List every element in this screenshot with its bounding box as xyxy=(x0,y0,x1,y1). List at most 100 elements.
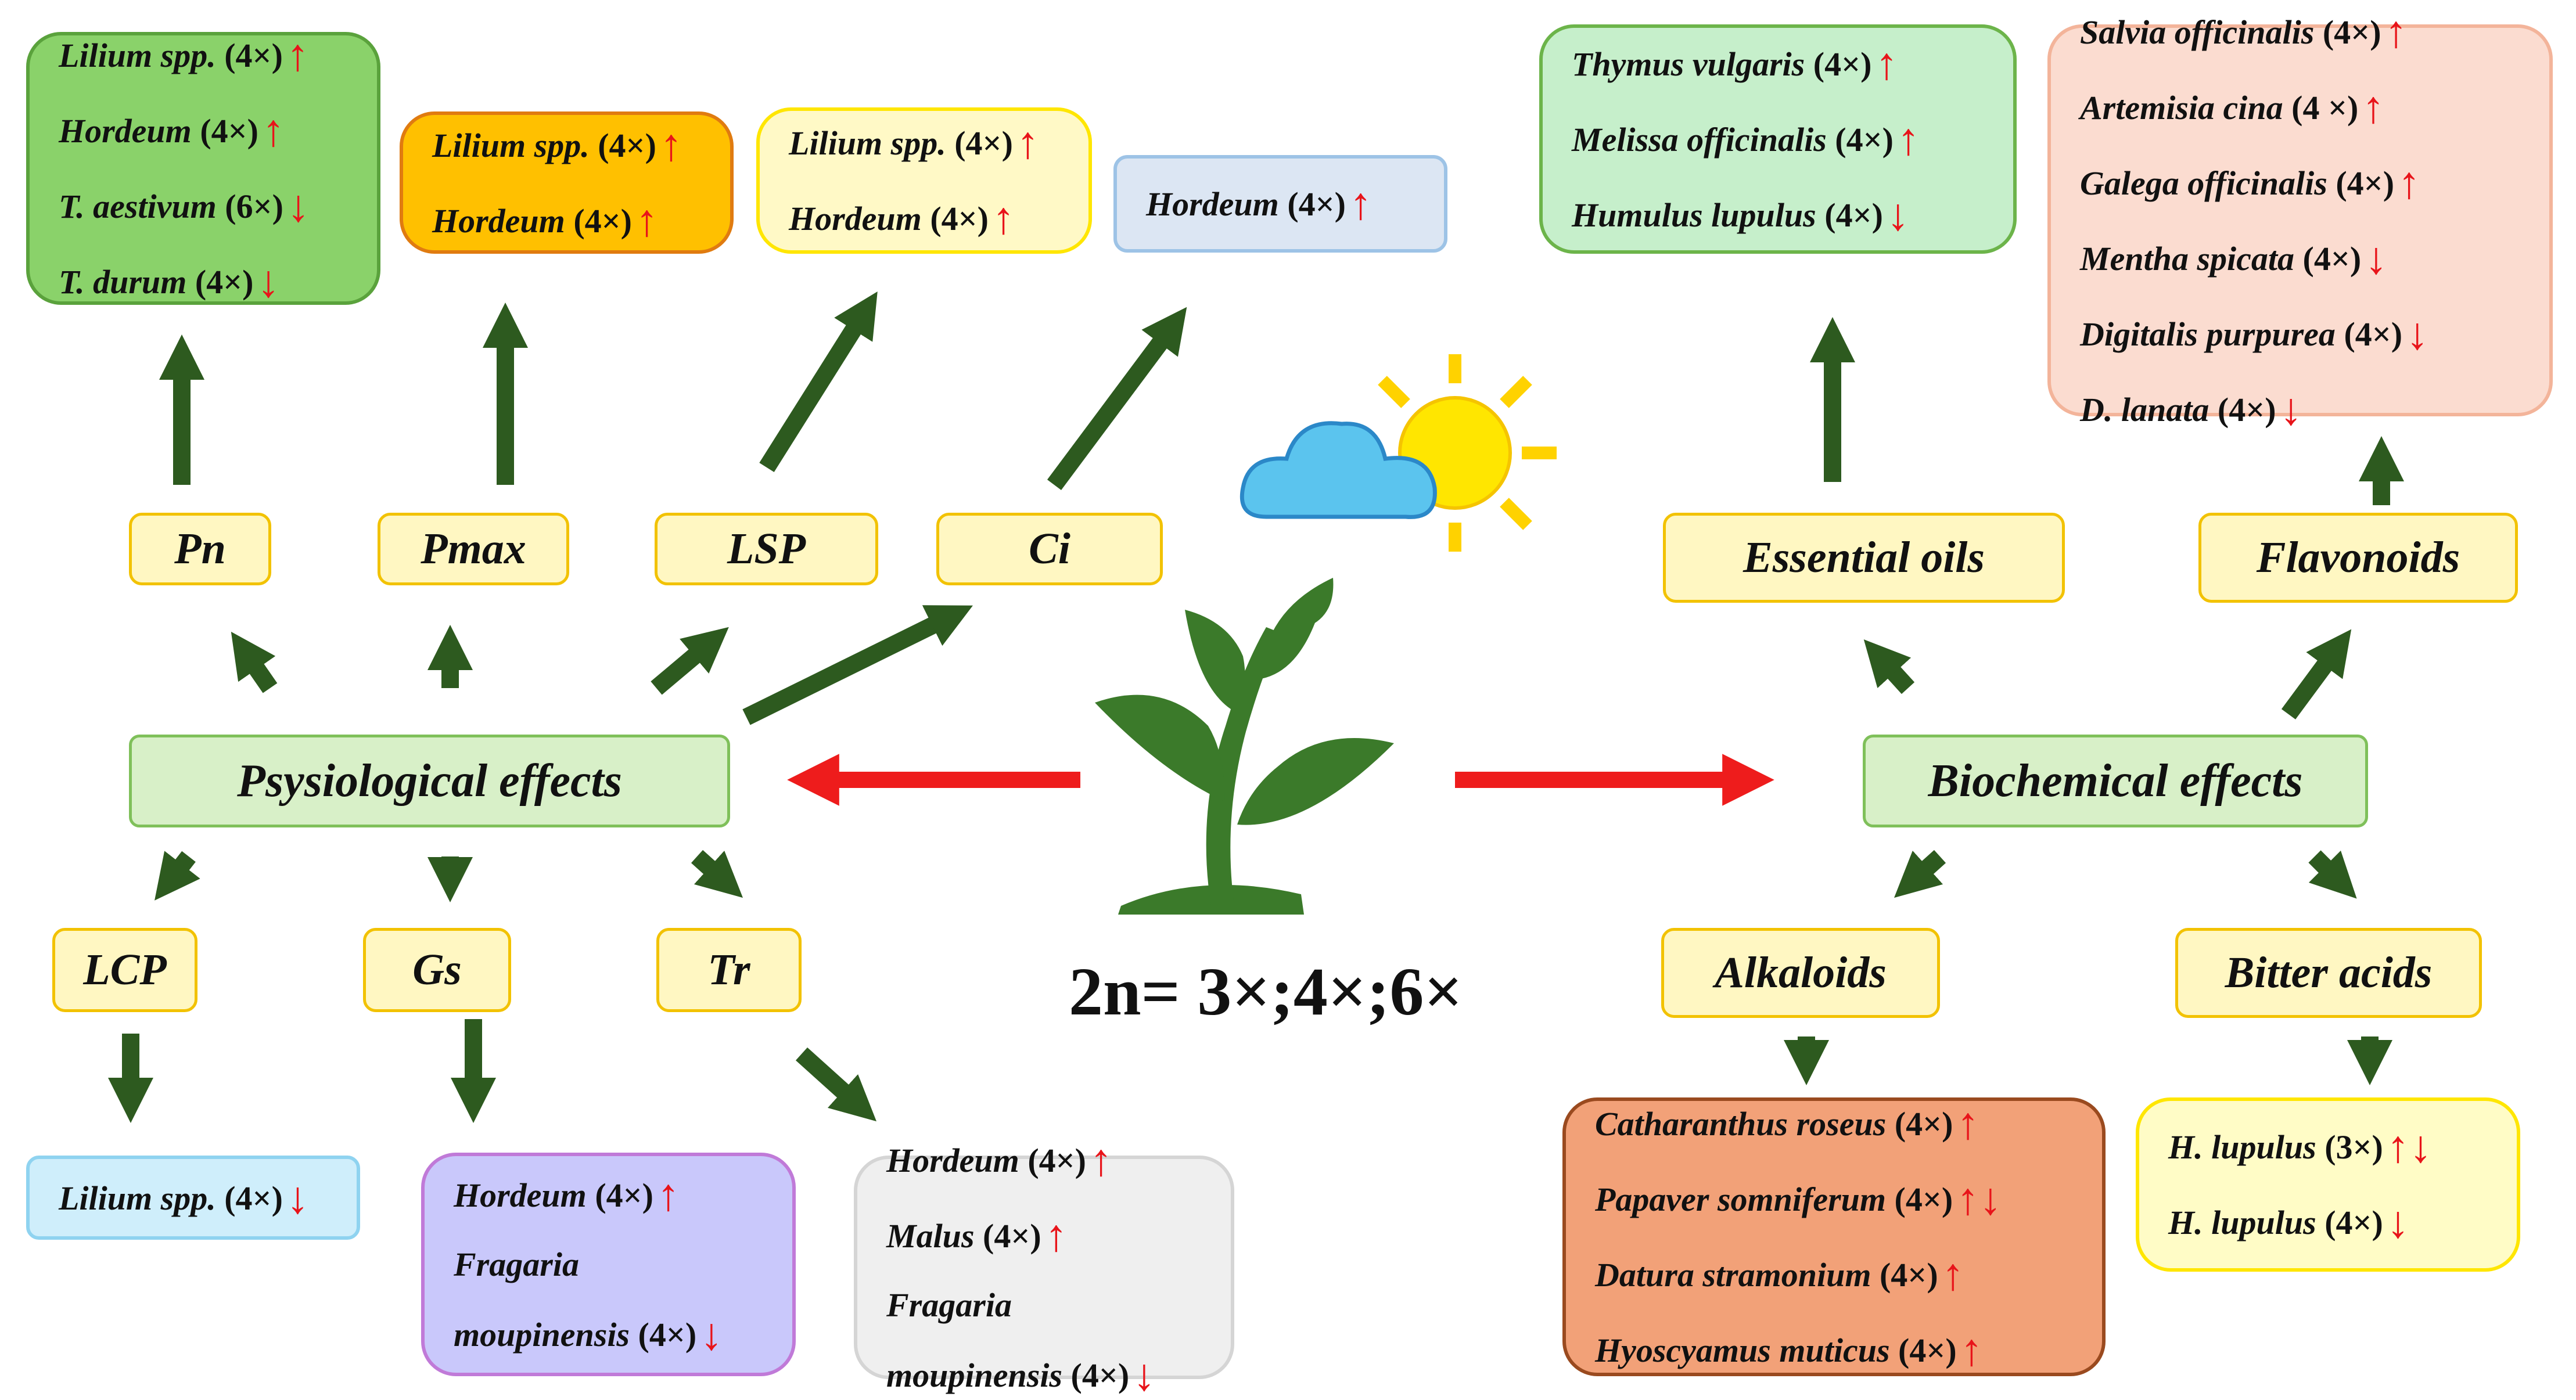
arrow-effect-to-alkaloids xyxy=(1894,850,1946,898)
species-name: Humulus lupulus xyxy=(1572,196,1816,234)
param-essential-oils-text: Essential oils xyxy=(1743,533,1985,582)
trend-arrow-icon: ↑ xyxy=(1090,1134,1112,1185)
trend-arrow-icon: ↑ xyxy=(635,195,658,246)
param-pmax-text: Pmax xyxy=(421,524,526,573)
ploidy-level: (4×) xyxy=(589,126,656,164)
param-tr: Tr xyxy=(656,928,802,1012)
param-pn-text: Pn xyxy=(174,524,226,573)
trend-arrow-icon: ↑ xyxy=(1896,113,1920,164)
species-name: D. lanata xyxy=(2080,390,2209,429)
ploidy-level: (4×) xyxy=(565,201,632,240)
species-name: moupinensis xyxy=(454,1315,630,1354)
result-line: Galega officinalis (4×)↑ xyxy=(2080,160,2420,206)
ploidy-level: (4 ×) xyxy=(2283,88,2359,127)
results-pn: Lilium spp. (4×)↑ Hordeum (4×)↑ T. aestivu… xyxy=(26,32,380,305)
param-ci-text: Ci xyxy=(1029,524,1070,573)
param-gs-text: Gs xyxy=(412,945,462,994)
species-name: Salvia officinalis xyxy=(2080,13,2315,51)
arrow-tr-to-results xyxy=(795,1047,876,1122)
arrow-effect-to-lsp xyxy=(651,627,729,695)
trend-arrow-icon: ↑ xyxy=(1960,1325,1983,1375)
ploidy-level: (4×) xyxy=(1886,1105,1953,1143)
ploidy-level: (4×) xyxy=(186,263,254,301)
param-essential-oils: Essential oils xyxy=(1663,513,2065,603)
ploidy-level: (4×) xyxy=(974,1217,1041,1255)
ploidy-level: (4×) xyxy=(586,1176,653,1214)
species-name: Lilium spp. xyxy=(432,126,590,164)
species-name: Digitalis purpurea xyxy=(2080,315,2336,353)
species-name: Malus xyxy=(886,1217,975,1255)
results-bitter-acids: H. lupulus (3×)↑↓H. lupulus (4×)↓ xyxy=(2136,1097,2520,1272)
ploidy-level: (4×) xyxy=(630,1315,697,1354)
results-pmax: Lilium spp. (4×)↑Hordeum (4×)↑ xyxy=(400,111,734,254)
trend-arrow-icon: ↓ xyxy=(286,1172,309,1223)
species-name: Fragaria xyxy=(886,1286,1012,1324)
param-pn: Pn xyxy=(129,513,271,585)
result-line: Fragaria xyxy=(454,1245,579,1283)
arrow-effect-to-tr xyxy=(691,850,743,898)
results-lsp: Lilium spp. (4×)↑Hordeum (4×)↑ xyxy=(756,107,1092,254)
param-lsp: LSP xyxy=(655,513,878,585)
trend-arrow-icon: ↓ xyxy=(700,1308,723,1359)
ploidy-level: (4×) xyxy=(215,37,283,74)
result-line: Lilium spp. (4×)↑ xyxy=(789,120,1039,165)
species-name: Hordeum xyxy=(432,201,565,240)
result-line: moupinensis (4×)↓ xyxy=(886,1352,1155,1398)
result-line: Malus (4×)↑ xyxy=(886,1212,1068,1258)
trend-arrow-icon: ↓ xyxy=(2386,1197,2409,1247)
result-line: Hyoscyamus muticus (4×)↑ xyxy=(1595,1327,1983,1373)
species-name: H. lupulus xyxy=(2168,1204,2316,1241)
trend-arrow-icon: ↓ xyxy=(1133,1349,1156,1400)
result-line: Hordeum (4×)↑ xyxy=(789,196,1015,241)
ploidy-level: (4×) xyxy=(1278,185,1346,223)
result-line: Hordeum (4×)↑ xyxy=(886,1134,1112,1185)
result-line: Hordeum (4×)↑ xyxy=(59,108,285,153)
arrow-ci-to-results xyxy=(1047,307,1187,490)
ploidy-level: (4×) xyxy=(1826,120,1894,159)
result-line: Lilium spp. (4×)↑ xyxy=(59,33,309,78)
ploidy-level: (6×) xyxy=(216,188,283,225)
species-name: Thymus vulgaris xyxy=(1572,45,1805,83)
species-name: Hordeum xyxy=(789,200,922,237)
trend-arrow-icon: ↓ xyxy=(2279,383,2302,434)
ploidy-level: (3×) xyxy=(2316,1128,2383,1166)
param-lcp-text: LCP xyxy=(83,945,167,994)
ploidy-level: (4×) xyxy=(191,112,258,150)
trend-arrow-icon: ↑ xyxy=(1875,38,1898,89)
result-line: Melissa officinalis (4×)↑ xyxy=(1572,113,1920,164)
param-flavonoids-text: Flavonoids xyxy=(2256,533,2460,582)
param-bitter-acids: Bitter acids xyxy=(2175,928,2482,1018)
trend-arrow-icon: ↑ xyxy=(1956,1098,1979,1149)
physiological-effects: Psysiological effects xyxy=(129,735,730,827)
param-alkaloids-text: Alkaloids xyxy=(1715,948,1887,997)
physiological-effects-title: Psysiological effects xyxy=(237,755,622,807)
trend-arrow-icon: ↑ xyxy=(992,193,1015,243)
result-line: Lilium spp. (4×)↓ xyxy=(59,1175,309,1221)
species-name: T. durum xyxy=(59,263,187,301)
ploidy-level: (4×) xyxy=(2209,390,2276,429)
ploidy-level: (4×) xyxy=(921,200,989,237)
param-ci: Ci xyxy=(936,513,1163,585)
result-line: Datura stramonium (4×)↑ xyxy=(1595,1252,1964,1297)
trend-arrow-icon: ↑ xyxy=(1016,117,1039,168)
trend-arrow-icon: ↑ xyxy=(2398,157,2421,208)
trend-arrow-icon: ↑ xyxy=(2362,81,2385,132)
trend-arrow-icon: ↑ xyxy=(286,30,309,80)
param-lsp-text: LSP xyxy=(727,524,806,573)
trend-arrow-icon: ↑ xyxy=(659,119,682,170)
param-pmax: Pmax xyxy=(378,513,569,585)
arrow-effect-to-ci xyxy=(742,605,973,725)
trend-arrow-icon: ↑ xyxy=(1349,178,1372,229)
param-alkaloids: Alkaloids xyxy=(1661,928,1940,1018)
ploidy-level: (4×) xyxy=(2335,315,2403,353)
results-essential-oils: Thymus vulgaris (4×)↑Melissa officinalis… xyxy=(1539,24,2017,254)
species-name: Fragaria xyxy=(454,1245,579,1283)
species-name: T. aestivum xyxy=(59,188,217,225)
trend-arrow-icon: ↓ xyxy=(1886,189,1909,240)
result-line: Hordeum (4×)↑ xyxy=(1146,181,1372,226)
ploidy-level: (4×) xyxy=(1871,1256,1938,1294)
ploidy-level: (4×) xyxy=(946,124,1013,162)
result-line: H. lupulus (3×)↑↓ xyxy=(2168,1124,2432,1169)
